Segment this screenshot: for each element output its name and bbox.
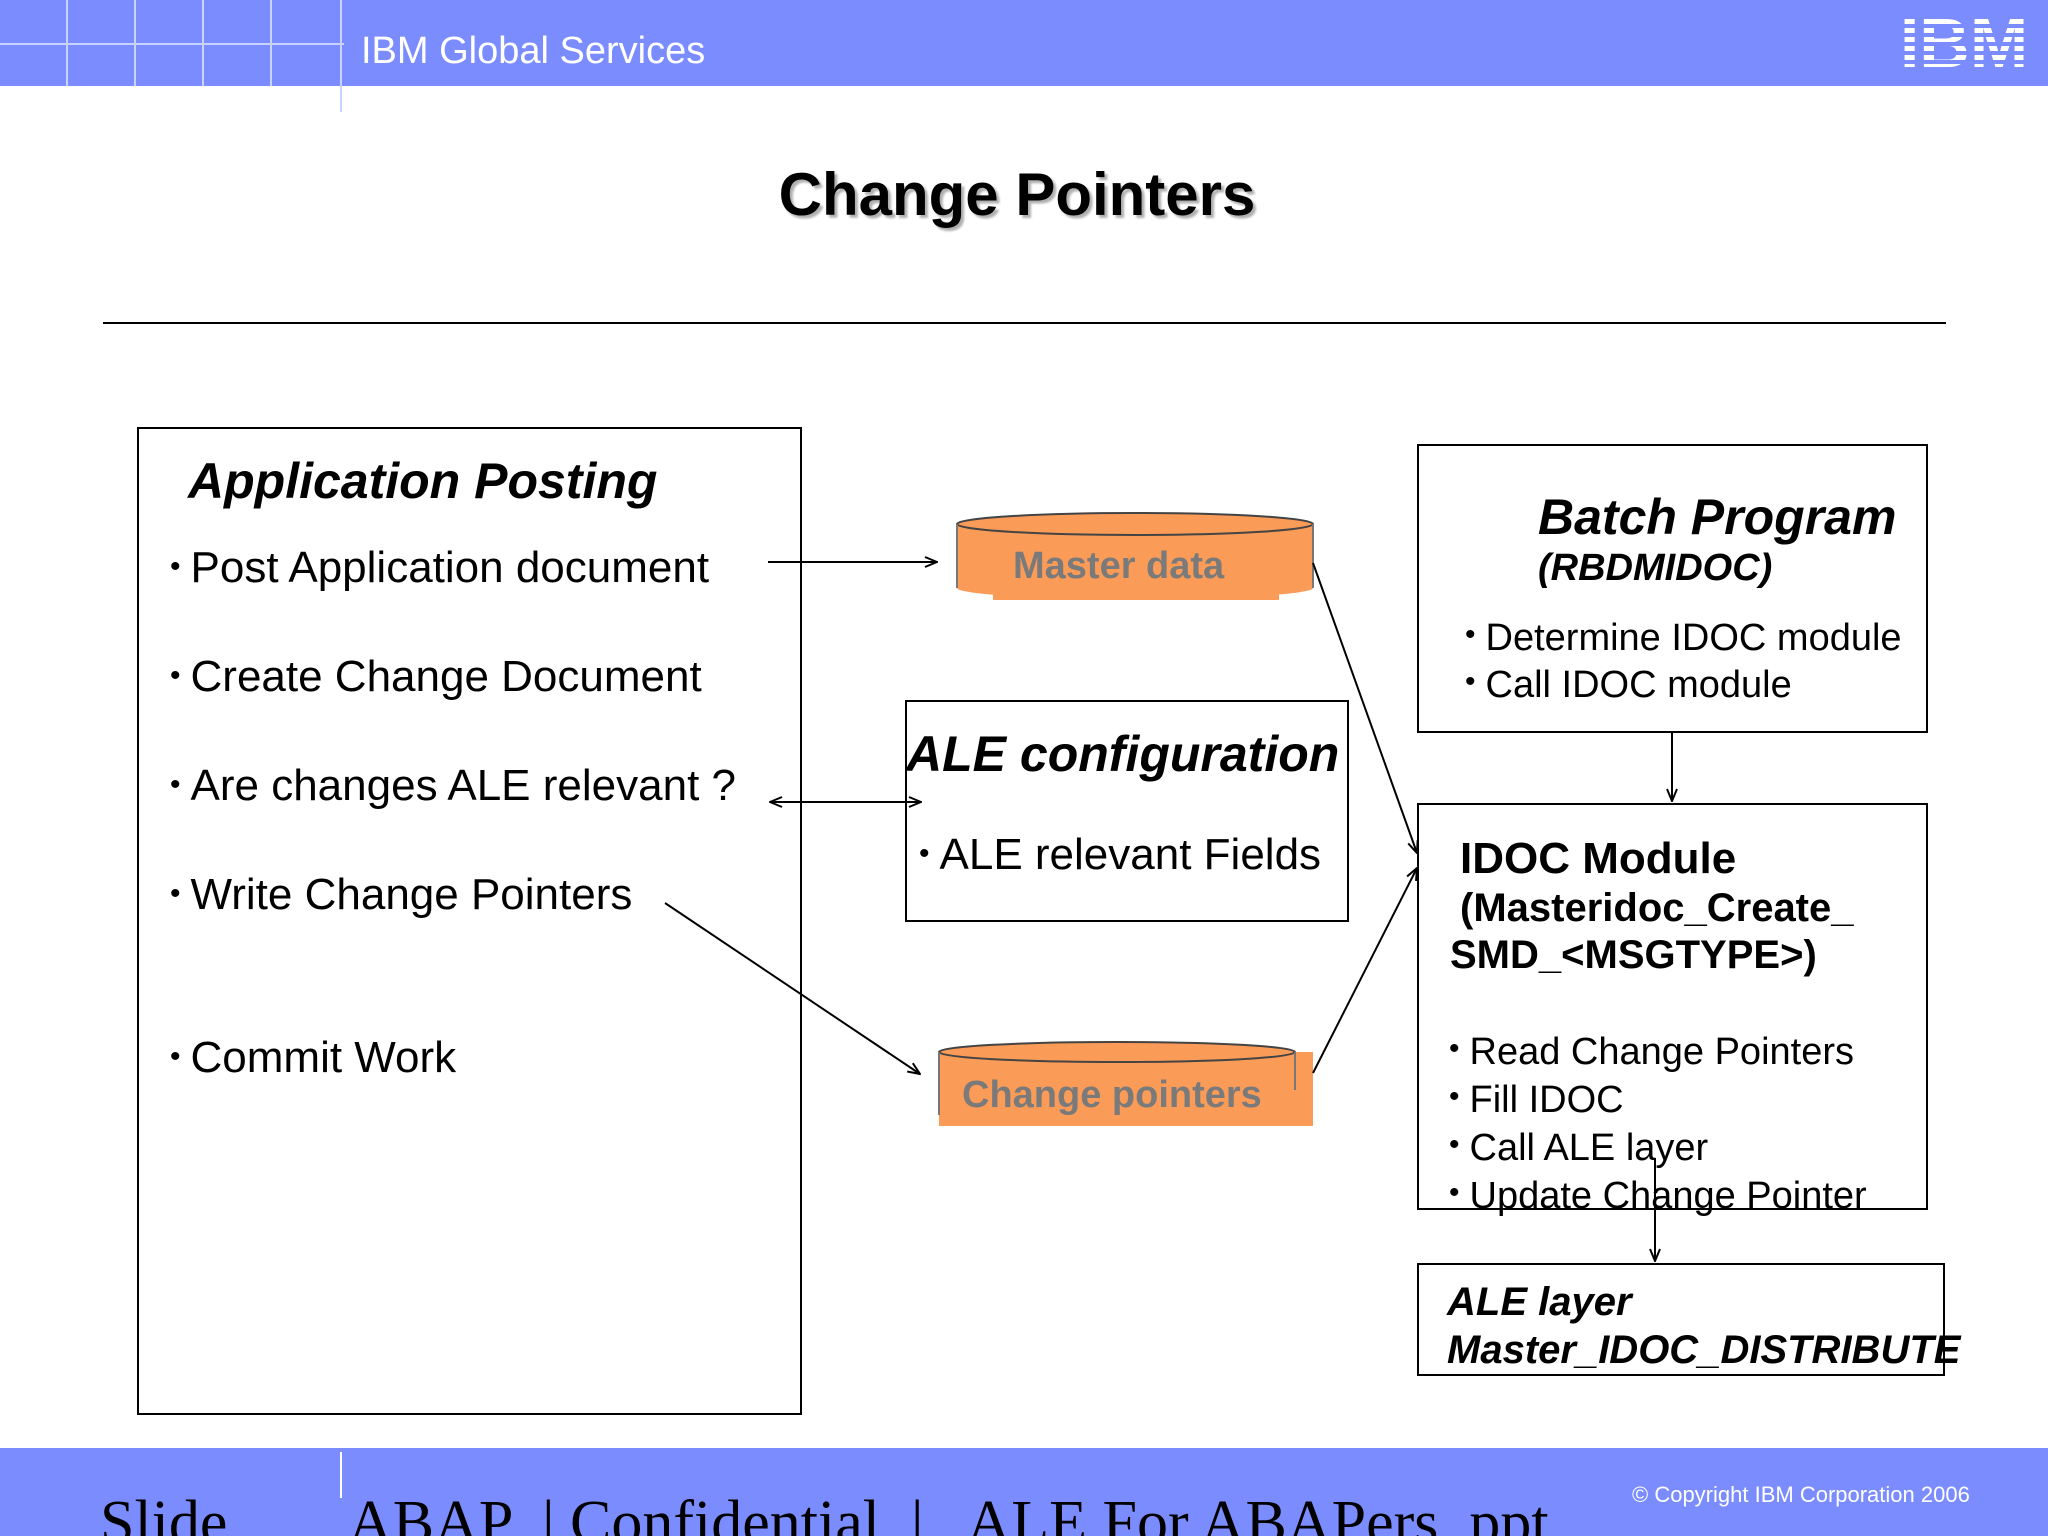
bullet-read-change-pointers: Read Change Pointers [1449, 1031, 1854, 1074]
footer-separator [340, 1452, 342, 1498]
footer-copyright: © Copyright IBM Corporation 2006 [1632, 1482, 1970, 1507]
ibm-logo-icon: IBM [1900, 10, 2028, 72]
bullet-create-change-document: Create Change Document [170, 652, 702, 702]
master-data-label: Master data [1013, 545, 1225, 587]
batch-program-name: (RBDMIDOC) [1538, 547, 1773, 589]
bullet-call-idoc-module: Call IDOC module [1465, 664, 1792, 707]
batch-program-heading: Batch Program [1538, 489, 1897, 545]
slide-title: Change Pointers [778, 161, 1256, 228]
bullet-fill-idoc: Fill IDOC [1449, 1079, 1624, 1122]
bullet-post-application-document: Post Application document [170, 543, 710, 593]
bullet-ale-relevant-fields: ALE relevant Fields [919, 830, 1322, 880]
bullet-ale-relevant-check: Are changes ALE relevant ? [170, 761, 736, 811]
ale-layer-box [1417, 1263, 1945, 1376]
bullet-call-ale-layer: Call ALE layer [1449, 1127, 1709, 1170]
ale-layer-function-name: Master_IDOC_DISTRIBUTE [1447, 1328, 1961, 1372]
ale-configuration-box [905, 700, 1349, 922]
ale-configuration-heading: ALE configuration [906, 726, 1340, 782]
bullet-commit-work: Commit Work [170, 1033, 457, 1083]
application-posting-heading: Application Posting [188, 453, 658, 509]
bullet-determine-idoc-module: Determine IDOC module [1465, 617, 1902, 660]
idoc-module-name-line2: SMD_<MSGTYPE>) [1450, 933, 1817, 977]
change-pointers-label: Change pointers [962, 1074, 1262, 1116]
change-pointers-cylinder [938, 1041, 1313, 1126]
master-data-cylinder [956, 512, 1314, 600]
bullet-update-change-pointer: Update Change Pointer [1449, 1175, 1867, 1218]
idoc-module-name-line1: (Masteridoc_Create_ [1460, 886, 1854, 930]
ale-layer-heading: ALE layer [1447, 1280, 1632, 1324]
bullet-write-change-pointers: Write Change Pointers [170, 870, 633, 920]
header-title: IBM Global Services [361, 30, 706, 72]
idoc-module-heading: IDOC Module [1460, 834, 1737, 883]
header-grid-decoration [0, 0, 344, 112]
svg-text:IBM: IBM [1900, 10, 2028, 72]
title-divider [103, 322, 1946, 324]
footer-text: Slide ABAP | Confidential | ALE For ABAP… [100, 1489, 1549, 1536]
